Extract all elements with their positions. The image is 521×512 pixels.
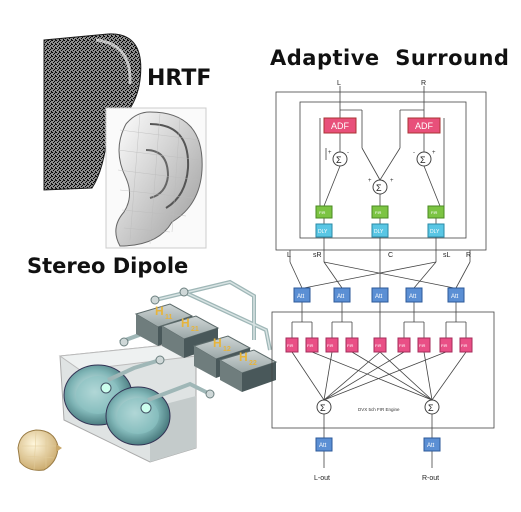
mid-label-sl: sL (443, 252, 451, 259)
sign-plus: + (328, 150, 332, 156)
svg-text:Σ: Σ (336, 155, 342, 165)
decoder-inner-frame (299, 101, 467, 239)
svg-text:FIR: FIR (461, 343, 468, 348)
sum-node-left: Σ (332, 151, 348, 167)
att-3: Att (371, 287, 389, 303)
svg-text:12: 12 (223, 346, 231, 353)
svg-text:Att: Att (375, 294, 383, 300)
att-out-left: Att (315, 437, 333, 452)
hrtf-dark-ear (43, 33, 142, 191)
svg-text:FIR: FIR (441, 343, 448, 348)
svg-text:Att: Att (427, 443, 435, 449)
dly-right: DLY (427, 223, 445, 238)
engine-fir-3: FIR (325, 337, 339, 353)
att-2: Att (333, 287, 351, 303)
engine-fir-1: FIR (285, 337, 299, 353)
svg-text:ADF: ADF (415, 121, 434, 131)
svg-text:DLY: DLY (430, 229, 440, 235)
sign-plus: + (432, 150, 436, 156)
engine-fir-7: FIR (417, 337, 431, 353)
svg-text:ADF: ADF (331, 121, 350, 131)
engine-fir-8: FIR (439, 337, 453, 353)
filter-label: H (239, 350, 248, 364)
decoder-frame (275, 91, 487, 251)
svg-text:Σ: Σ (428, 403, 434, 413)
dly-center: DLY (371, 223, 389, 238)
dly-left: DLY (315, 223, 333, 238)
input-label-r: R (421, 80, 426, 87)
adf-block-right: ADF (407, 117, 441, 134)
input-label-l: L (337, 80, 341, 87)
engine-fir-2: FIR (305, 337, 319, 353)
svg-text:Att: Att (337, 294, 345, 300)
adaptive-surround-title: Adaptive Surround (270, 46, 510, 70)
dipole-filter-h22: H 22 (218, 349, 278, 392)
svg-text:FIR: FIR (431, 210, 438, 215)
svg-text:Σ: Σ (420, 155, 426, 165)
svg-text:FIR: FIR (319, 210, 326, 215)
svg-text:Att: Att (451, 294, 459, 300)
svg-text:FIR: FIR (399, 343, 406, 348)
svg-text:Att: Att (319, 443, 327, 449)
sum-node-right: Σ (416, 151, 432, 167)
fir-s-left: FIR (315, 205, 333, 219)
att-5: Att (447, 287, 465, 303)
svg-text:FIR: FIR (375, 343, 382, 348)
svg-text:Σ: Σ (376, 183, 382, 193)
output-label-right: R-out (422, 475, 439, 482)
engine-fir-5: FIR (373, 337, 387, 353)
sign-plus: + (368, 178, 372, 184)
sign-minus: - (413, 150, 415, 156)
att-1: Att (293, 287, 311, 303)
filter-label: H (181, 316, 190, 330)
filter-label: H (155, 304, 164, 318)
adf-block-left: ADF (323, 117, 357, 134)
svg-text:21: 21 (191, 326, 199, 333)
svg-text:22: 22 (249, 360, 257, 367)
listener-head (17, 429, 62, 471)
engine-label: DVX 5ch FIR Engine (358, 407, 400, 412)
svg-text:DLY: DLY (318, 229, 328, 235)
surround-diagram (271, 86, 495, 468)
mid-label-sr: sR (313, 252, 322, 259)
svg-text:Σ: Σ (320, 403, 326, 413)
svg-text:DLY: DLY (374, 229, 384, 235)
fir-c: FIR (371, 205, 389, 219)
hrtf-title: HRTF (147, 66, 212, 91)
dipole-filter-h21: H 21 (160, 315, 220, 358)
mid-label-r: R (466, 252, 471, 259)
svg-text:Att: Att (297, 294, 305, 300)
mid-label-c: C (388, 252, 393, 259)
sign-minus: - (347, 150, 349, 156)
att-4: Att (405, 287, 423, 303)
svg-text:Att: Att (409, 294, 417, 300)
att-out-right: Att (423, 437, 441, 452)
stereo-dipole-title: Stereo Dipole (27, 254, 189, 278)
engine-sum-right: Σ (424, 399, 440, 415)
right-speaker (105, 386, 171, 446)
sum-node-center: Σ (372, 179, 388, 195)
dipole-scene: H 11 H 21 H 12 H 22 (17, 279, 278, 471)
svg-text:11: 11 (165, 314, 173, 321)
svg-text:FIR: FIR (327, 343, 334, 348)
fir-s-right: FIR (427, 205, 445, 219)
svg-text:FIR: FIR (419, 343, 426, 348)
output-label-left: L-out (314, 475, 330, 482)
hrtf-mesh-ear (105, 107, 207, 249)
engine-sum-left: Σ (316, 399, 332, 415)
engine-fir-9: FIR (459, 337, 473, 353)
svg-text:FIR: FIR (307, 343, 314, 348)
mid-label-l: L (287, 252, 291, 259)
engine-fir-6: FIR (397, 337, 411, 353)
sign-plus: + (390, 178, 394, 184)
svg-text:FIR: FIR (375, 210, 382, 215)
svg-text:FIR: FIR (347, 343, 354, 348)
svg-text:FIR: FIR (287, 343, 294, 348)
filter-label: H (213, 336, 222, 350)
fir-engine-frame (271, 311, 495, 429)
engine-fir-4: FIR (345, 337, 359, 353)
